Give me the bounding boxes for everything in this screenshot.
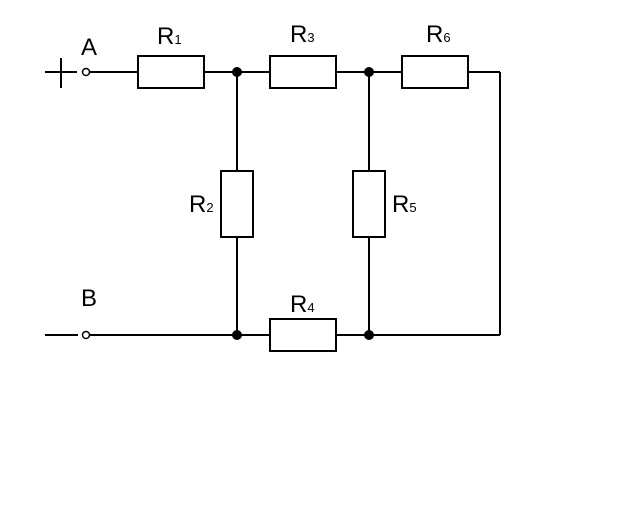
terminal-a-circle [81, 67, 91, 77]
resistor-r3 [269, 55, 337, 89]
terminal-b-label: B [81, 285, 97, 312]
resistor-r2 [220, 170, 254, 238]
junction-node-top-right [364, 67, 374, 77]
resistor-r3-index: 3 [307, 30, 314, 45]
resistor-r6-index: 6 [443, 30, 450, 45]
resistor-r1-letter: R [157, 23, 174, 50]
terminal-a: A [45, 34, 97, 88]
resistor-r4-label: R4 [290, 291, 315, 318]
resistor-r6-letter: R [426, 21, 443, 48]
resistor-r5-index: 5 [409, 200, 416, 215]
resistor-r5-label: R5 [392, 191, 417, 218]
resistor-r6-label: R6 [426, 21, 451, 48]
resistor-r2-label: R2 [189, 191, 214, 218]
resistor-r1 [137, 55, 205, 89]
resistor-r4 [269, 318, 337, 352]
resistor-r1-label: R1 [157, 23, 182, 50]
terminal-a-label: A [81, 34, 97, 61]
junction-node-bottom-left [232, 330, 242, 340]
resistor-r2-letter: R [189, 191, 206, 218]
resistor-r3-label: R3 [290, 21, 315, 48]
junction-node-bottom-right [364, 330, 374, 340]
resistor-r4-index: 4 [307, 300, 314, 315]
resistor-r2-index: 2 [206, 200, 213, 215]
resistor-r5-letter: R [392, 191, 409, 218]
resistor-r3-letter: R [290, 21, 307, 48]
resistor-r1-index: 1 [174, 32, 181, 47]
resistor-r6 [401, 55, 469, 89]
resistor-r4-letter: R [290, 291, 307, 318]
junction-node-top-left [232, 67, 242, 77]
terminal-b-circle [81, 330, 91, 340]
resistor-r5 [352, 170, 386, 238]
terminal-b: B [45, 285, 97, 340]
wires [90, 71, 501, 336]
